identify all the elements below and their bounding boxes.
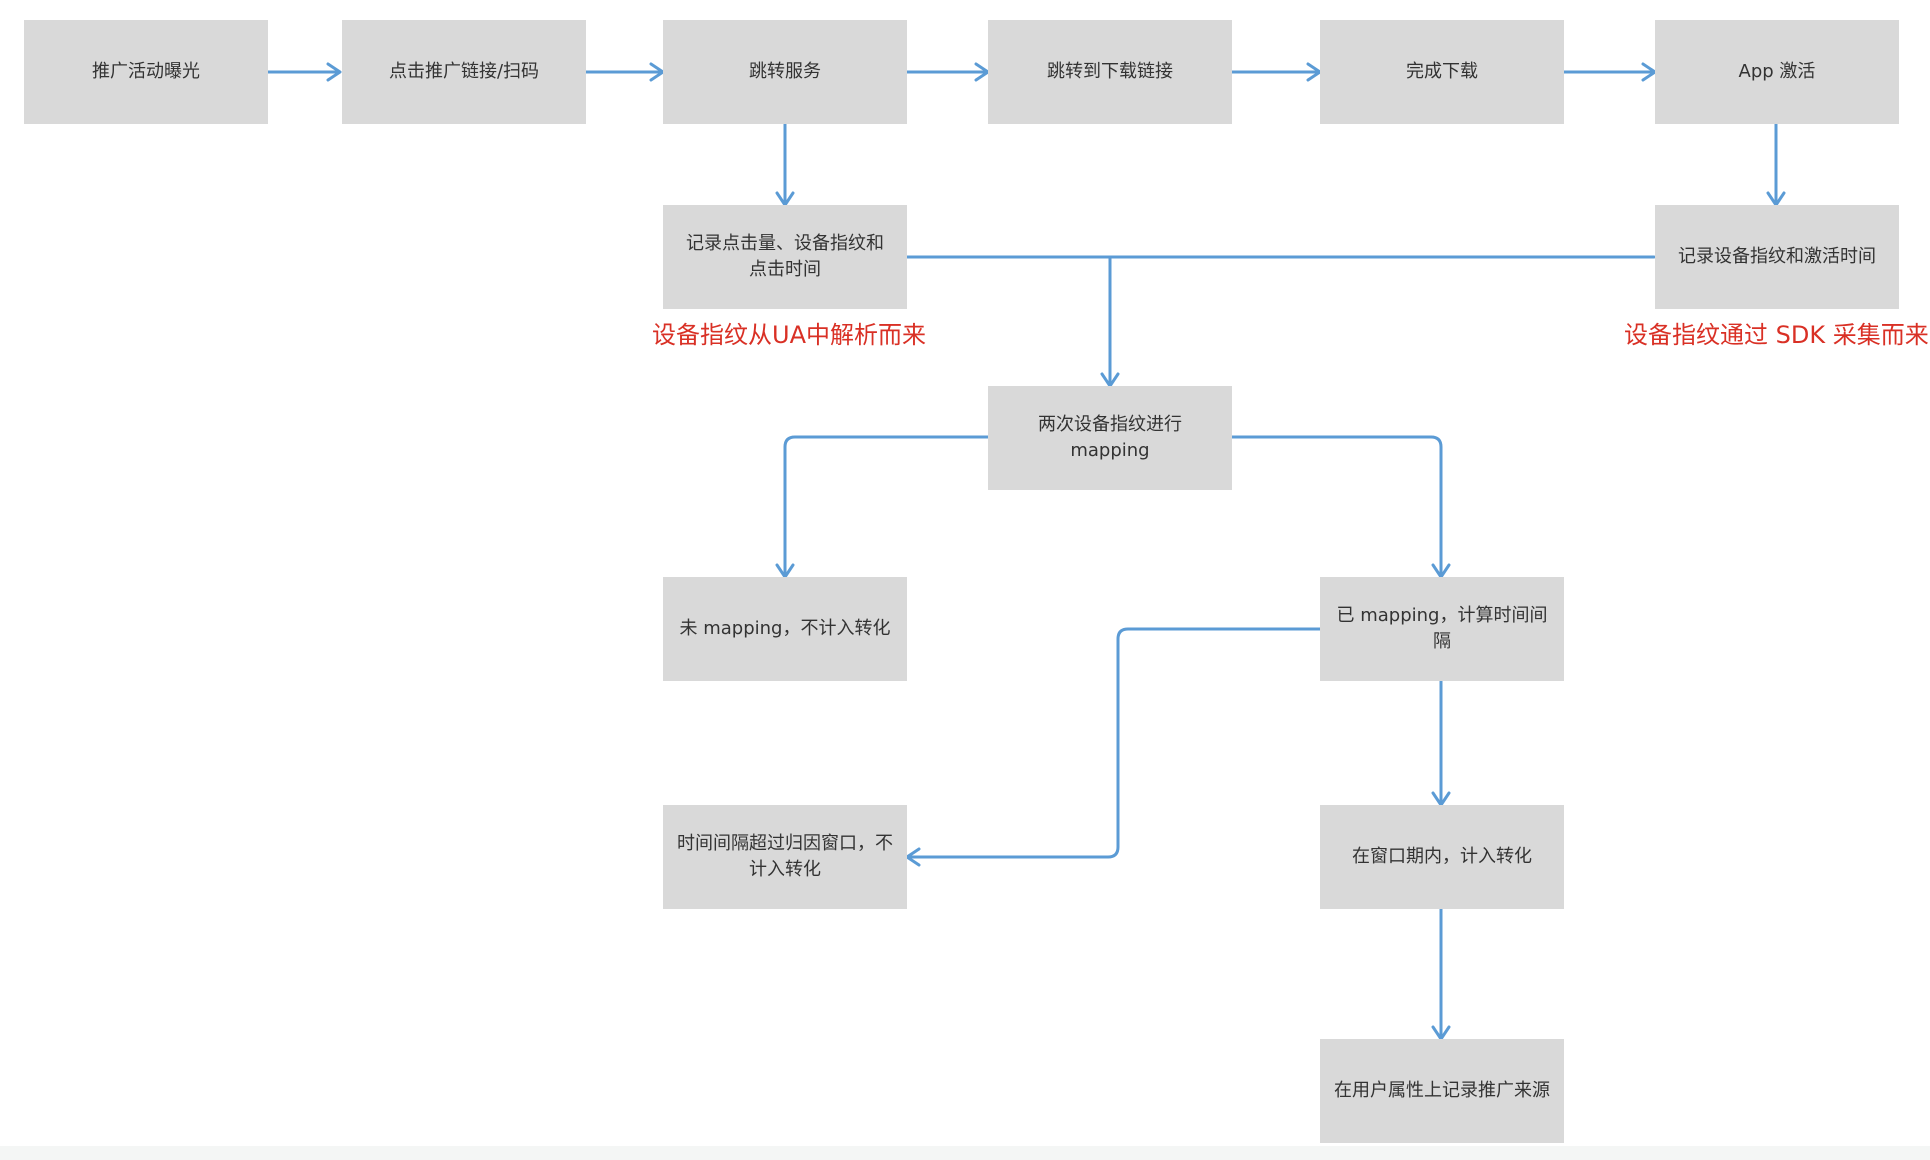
node-record-click: 记录点击量、设备指纹和点击时间 [663, 205, 907, 309]
node-click: 点击推广链接/扫码 [342, 20, 586, 124]
edge-records-merge-to-mapping [905, 255, 1656, 388]
node-record-source: 在用户属性上记录推广来源 [1320, 1039, 1564, 1143]
node-mapping: 两次设备指纹进行 mapping [988, 386, 1232, 490]
note-ua-fingerprint: 设备指纹从UA中解析而来 [652, 321, 926, 349]
edge-app-activate-to-record-activate [1766, 122, 1786, 207]
node-record-activate: 记录设备指纹和激活时间 [1655, 205, 1899, 309]
node-exposure: 推广活动曝光 [24, 20, 268, 124]
footer-band [0, 1146, 1930, 1160]
node-over-window: 时间间隔超过归因窗口，不计入转化 [663, 805, 907, 909]
edge-mapping-to-not-mapped [775, 435, 990, 579]
edge-mapping-to-mapped [1230, 435, 1451, 579]
edge-mapped-to-over-window [905, 627, 1322, 867]
node-app-activate: App 激活 [1655, 20, 1899, 124]
node-in-window: 在窗口期内，计入转化 [1320, 805, 1564, 909]
edge-redirect-to-download-link [905, 62, 990, 82]
node-mapped: 已 mapping，计算时间间隔 [1320, 577, 1564, 681]
node-download-link: 跳转到下载链接 [988, 20, 1232, 124]
edge-download-link-to-download-done [1230, 62, 1322, 82]
edge-redirect-to-record-click [775, 122, 795, 207]
note-sdk-fingerprint: 设备指纹通过 SDK 采集而来 [1624, 321, 1929, 349]
edge-mapped-to-in-window [1431, 679, 1451, 807]
edge-in-window-to-record-source [1431, 907, 1451, 1041]
node-download-done: 完成下载 [1320, 20, 1564, 124]
node-redirect: 跳转服务 [663, 20, 907, 124]
edge-exposure-to-click [266, 62, 342, 82]
edge-download-done-to-app-activate [1562, 62, 1657, 82]
node-not-mapped: 未 mapping，不计入转化 [663, 577, 907, 681]
edge-click-to-redirect [584, 62, 665, 82]
